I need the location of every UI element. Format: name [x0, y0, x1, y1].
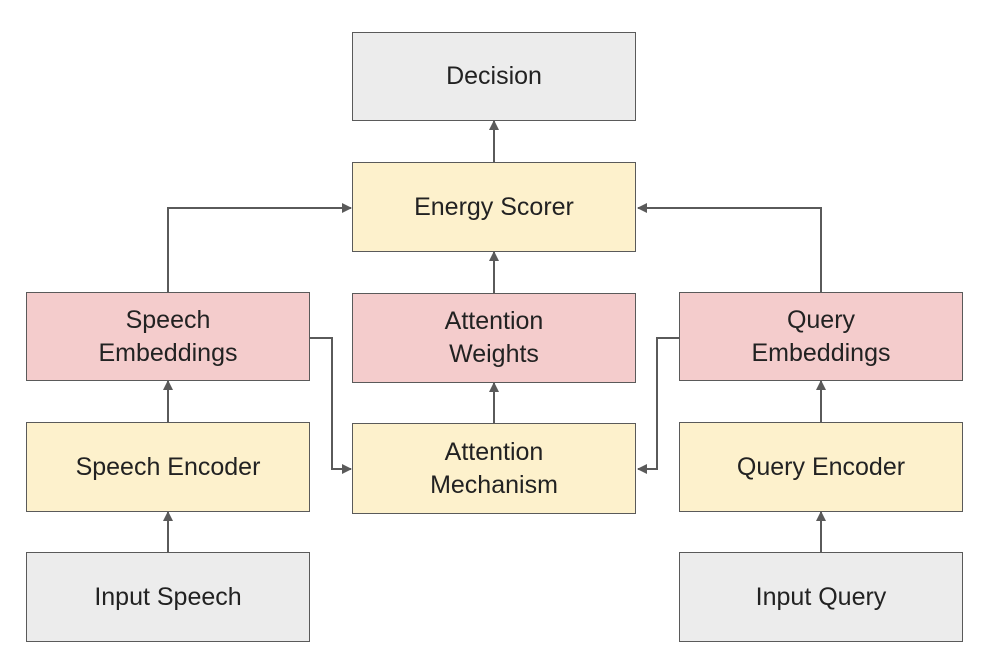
edge-query-embeddings-to-attention-mechanism [637, 337, 679, 474]
attention-weights-label-line-2: Weights [449, 340, 539, 368]
input-query-node: Input Query [679, 552, 963, 642]
query-encoder-node: Query Encoder [679, 422, 963, 512]
query-embeddings-label-line-1: Query [786, 305, 856, 334]
edge-speech-embeddings-to-energy-scorer [167, 203, 352, 292]
attention-mechanism-node: Attention Mechanism [352, 423, 636, 514]
attention-mechanism-label-line-1: Attention [444, 437, 544, 466]
energy-scorer-node: Energy Scorer [352, 162, 636, 252]
input-speech-label: Input Speech [94, 582, 242, 611]
speech-encoder-label: Speech Encoder [75, 452, 261, 481]
attention-mechanism-label-line-2: Mechanism [430, 470, 558, 499]
input-speech-node: Input Speech [26, 552, 310, 642]
query-encoder-label: Query Encoder [736, 452, 906, 481]
attention-weights-node: Attention Weights [352, 293, 636, 383]
speech-embeddings-node: Speech Embeddings [26, 292, 310, 381]
attention-weights-label-line-1: Attention [444, 307, 544, 335]
speech-embeddings-label-line-1: Speech [125, 305, 211, 334]
edge-speech-embeddings-to-attention-mechanism [310, 337, 352, 474]
energy-scorer-label: Energy Scorer [414, 192, 574, 221]
speech-encoder-node: Speech Encoder [26, 422, 310, 512]
edge-query-embeddings-to-energy-scorer [637, 203, 822, 292]
decision-label: Decision [446, 62, 542, 90]
decision-node: Decision [352, 32, 636, 121]
query-embeddings-node: Query Embeddings [679, 292, 963, 381]
speech-embeddings-label-line-2: Embeddings [98, 338, 238, 367]
input-query-label: Input Query [755, 582, 887, 611]
query-embeddings-label-line-2: Embeddings [751, 338, 891, 367]
